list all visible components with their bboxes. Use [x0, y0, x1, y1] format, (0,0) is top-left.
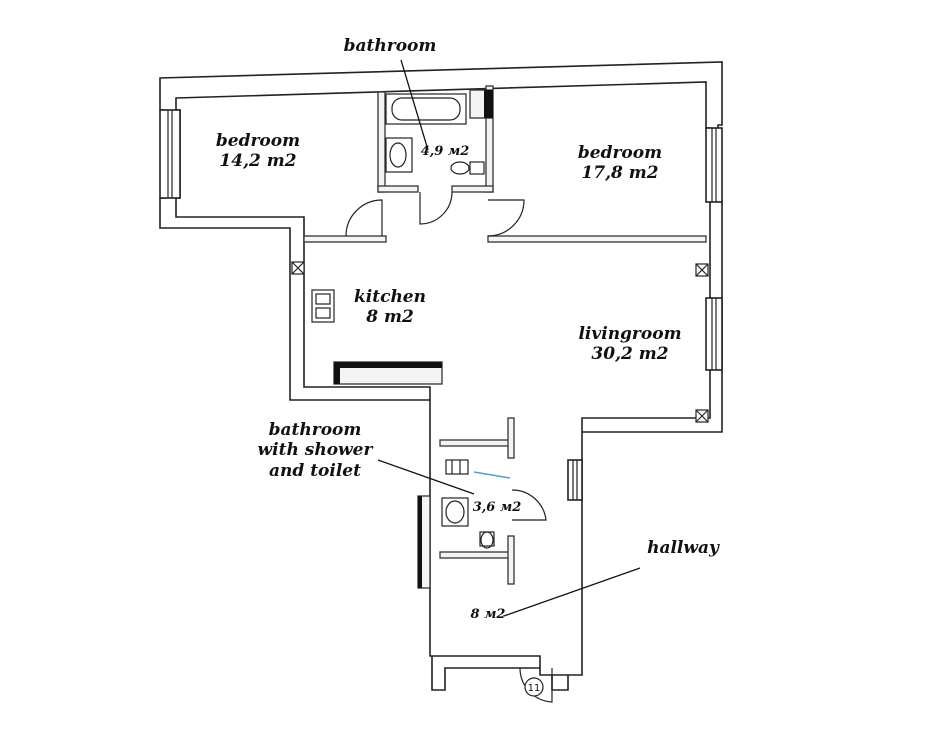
small-toilet-icon: [479, 531, 495, 549]
kitchen-name: kitchen: [354, 287, 426, 307]
vent-shafts: [291, 261, 709, 423]
entrance-marker: 11: [524, 677, 544, 697]
small-sink-icon: [441, 497, 469, 527]
hallway-area: 8 м2: [470, 607, 506, 622]
entrance-number: 11: [528, 683, 541, 694]
label-bedroom-right: bedroom 17,8 m2: [560, 143, 680, 184]
bedroom-left-area: 14,2 m2: [219, 151, 297, 172]
bathroom-shower-line3: and toilet: [269, 460, 361, 481]
bathroom-shower-line1: bathroom: [268, 420, 362, 440]
bedroom-right-name: bedroom: [577, 143, 663, 163]
bathroom-shower-line2: with shower: [257, 440, 373, 461]
hallway-name: hallway: [647, 538, 719, 558]
stove-icon: [311, 289, 335, 323]
toilet-icon: [450, 161, 485, 175]
interior-partitions: [303, 85, 707, 589]
bathroom-top-area: 4,9 м2: [420, 144, 470, 159]
label-kitchen: kitchen 8 m2: [330, 287, 450, 328]
label-hallway: hallway: [628, 538, 738, 558]
sink-icon: [385, 137, 413, 173]
windows: [159, 109, 723, 501]
label-bathroom-top: bathroom: [335, 36, 445, 56]
bathtub-icon: [385, 93, 467, 125]
label-hallway-area: 8 м2: [458, 607, 518, 623]
label-bathroom-top-area: 4,9 м2: [405, 144, 485, 160]
bathroom-shower-area: 3,6 м2: [472, 500, 522, 515]
livingroom-area: 30,2 m2: [591, 344, 669, 365]
shower-icon: [445, 459, 469, 475]
label-bedroom-left: bedroom 14,2 m2: [198, 131, 318, 172]
livingroom-name: livingroom: [578, 324, 682, 344]
label-livingroom: livingroom 30,2 m2: [560, 324, 700, 365]
bedroom-left-name: bedroom: [215, 131, 301, 151]
label-bathroom-shower: bathroom with shower and toilet: [250, 420, 380, 481]
kitchen-area: 8 m2: [366, 307, 414, 328]
bathroom-top-name: bathroom: [343, 36, 437, 56]
label-bathroom-shower-area: 3,6 м2: [462, 500, 532, 516]
bedroom-right-area: 17,8 m2: [581, 163, 659, 184]
leader-lines: [377, 59, 641, 617]
